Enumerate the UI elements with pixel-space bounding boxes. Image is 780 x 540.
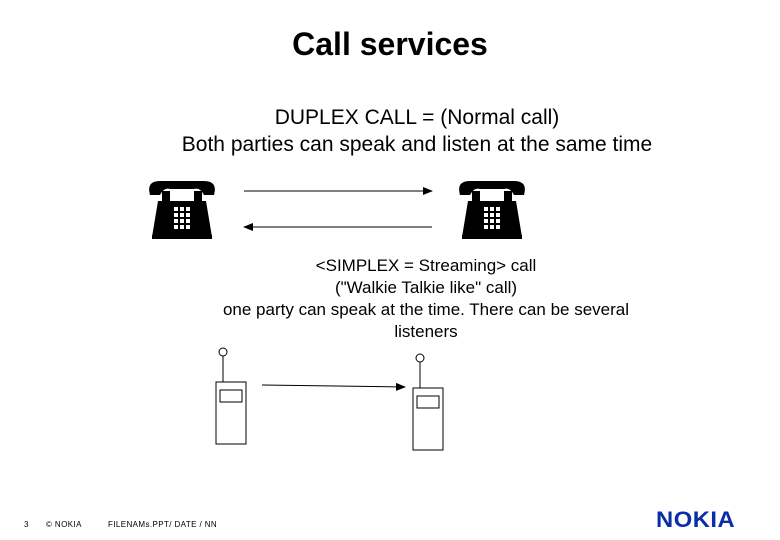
simplex-line-2: ("Walkie Talkie like" call) [334, 278, 518, 297]
page-number: 3 [24, 520, 29, 529]
walkie-talkie-icon [215, 347, 247, 445]
duplex-line-2: Both parties can speak and listen at the… [181, 133, 653, 156]
file-info: FILENAMs.PPT/ DATE / NN [108, 520, 218, 529]
simplex-line-3: one party can speak at the time. There c… [222, 300, 630, 319]
telephone-icon [459, 181, 525, 239]
simplex-line-4: listeners [394, 322, 458, 341]
simplex-line-1: <SIMPLEX = Streaming> call [315, 256, 537, 275]
duplex-description: DUPLEX CALL = (Normal call) Both parties… [120, 104, 714, 158]
duplex-line-1: DUPLEX CALL = (Normal call) [274, 106, 560, 129]
simplex-description: <SIMPLEX = Streaming> call ("Walkie Talk… [120, 255, 732, 343]
walkie-talkie-icon [412, 353, 444, 451]
copyright-text: © NOKIA [46, 520, 82, 529]
arrow-right [261, 382, 406, 391]
telephone-icon [149, 181, 215, 239]
slide-title: Call services [292, 26, 488, 62]
nokia-logo: NOKIA [656, 507, 736, 532]
